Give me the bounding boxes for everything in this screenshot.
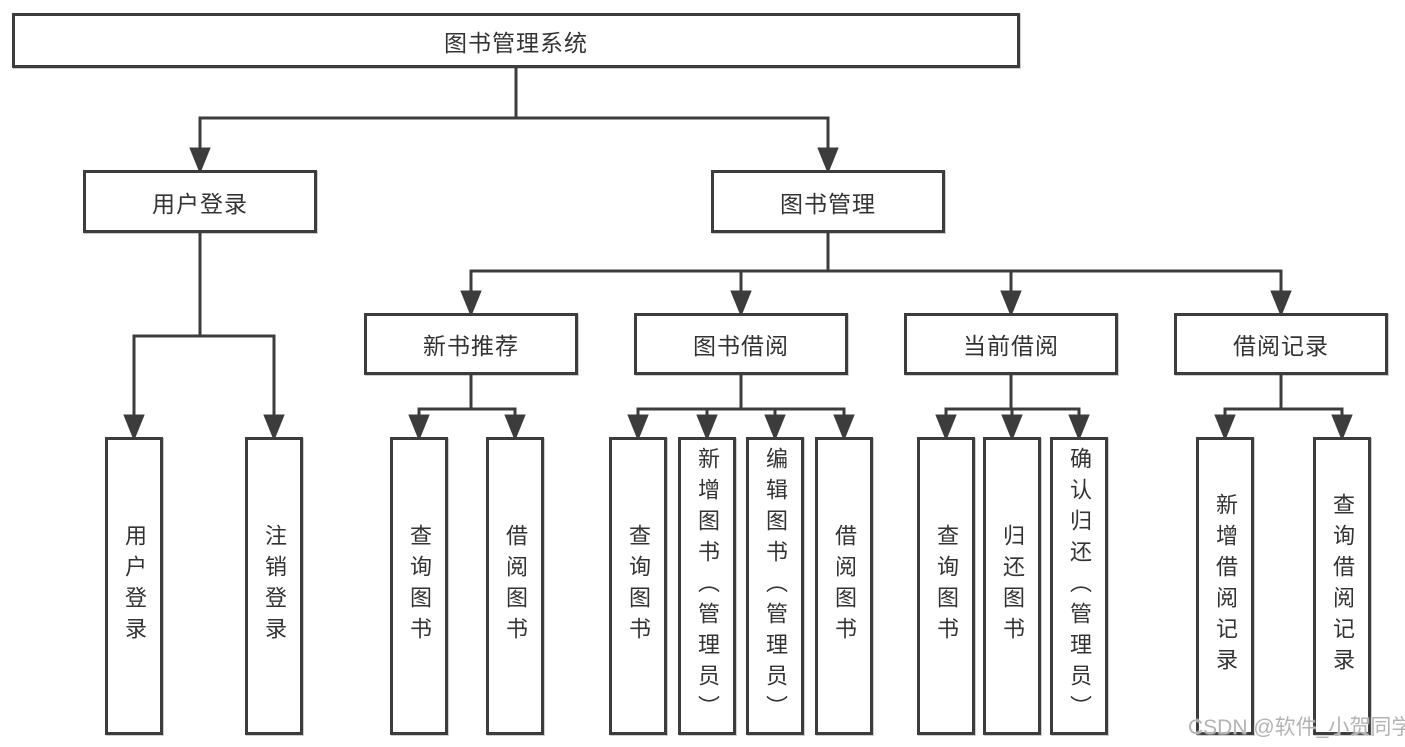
leaf-borrow-books-2-label: 借阅图书 [832, 524, 857, 648]
node-current-borrowing-label: 当前借阅 [963, 333, 1059, 359]
leaf-edit-books-admin-label: 编辑图书（管理员） [763, 446, 788, 726]
node-current-borrowing: 当前借阅 [904, 313, 1118, 375]
leaf-query-books-2: 查询图书 [609, 437, 667, 735]
leaf-return-books-label: 归还图书 [1000, 524, 1025, 648]
node-borrowing-records: 借阅记录 [1174, 313, 1388, 375]
leaf-user-login: 用户登录 [105, 437, 163, 735]
leaf-user-login-label: 用户登录 [122, 524, 147, 648]
node-root-label: 图书管理系统 [444, 29, 588, 56]
leaf-query-books-1-label: 查询图书 [407, 524, 432, 648]
node-borrowing-records-label: 借阅记录 [1233, 333, 1329, 359]
leaf-confirm-return-admin: 确认归还（管理员） [1050, 437, 1108, 735]
node-user-login-label: 用户登录 [152, 190, 248, 217]
leaf-logout-label: 注销登录 [262, 524, 287, 648]
leaf-add-borrow-record: 新增借阅记录 [1196, 437, 1254, 735]
node-new-book-recommend-label: 新书推荐 [423, 333, 519, 359]
leaf-borrow-books-1-label: 借阅图书 [503, 524, 528, 648]
leaf-add-books-admin-label: 新增图书（管理员） [695, 446, 720, 726]
node-new-book-recommend: 新书推荐 [364, 313, 578, 375]
leaf-return-books: 归还图书 [983, 437, 1041, 735]
leaf-confirm-return-admin-label: 确认归还（管理员） [1067, 446, 1092, 726]
leaf-edit-books-admin: 编辑图书（管理员） [746, 437, 804, 735]
node-book-management-label: 图书管理 [780, 190, 876, 217]
csdn-watermark: CSDN @软件_小贺同学 [1188, 716, 1405, 739]
node-book-borrowing-label: 图书借阅 [693, 333, 789, 359]
node-user-login: 用户登录 [83, 170, 317, 233]
node-book-management: 图书管理 [711, 170, 945, 233]
leaf-query-books-3-label: 查询图书 [934, 524, 959, 648]
leaf-query-books-3: 查询图书 [917, 437, 975, 735]
leaf-query-books-1: 查询图书 [390, 437, 448, 735]
leaf-add-borrow-record-label: 新增借阅记录 [1213, 493, 1238, 679]
leaf-query-borrow-record-label: 查询借阅记录 [1330, 493, 1355, 679]
leaf-add-books-admin: 新增图书（管理员） [678, 437, 736, 735]
leaf-logout: 注销登录 [245, 437, 303, 735]
leaf-borrow-books-1: 借阅图书 [486, 437, 544, 735]
node-book-borrowing: 图书借阅 [634, 313, 848, 375]
leaf-query-borrow-record: 查询借阅记录 [1313, 437, 1371, 735]
leaf-borrow-books-2: 借阅图书 [815, 437, 873, 735]
leaf-query-books-2-label: 查询图书 [626, 524, 651, 648]
node-root: 图书管理系统 [12, 13, 1020, 68]
